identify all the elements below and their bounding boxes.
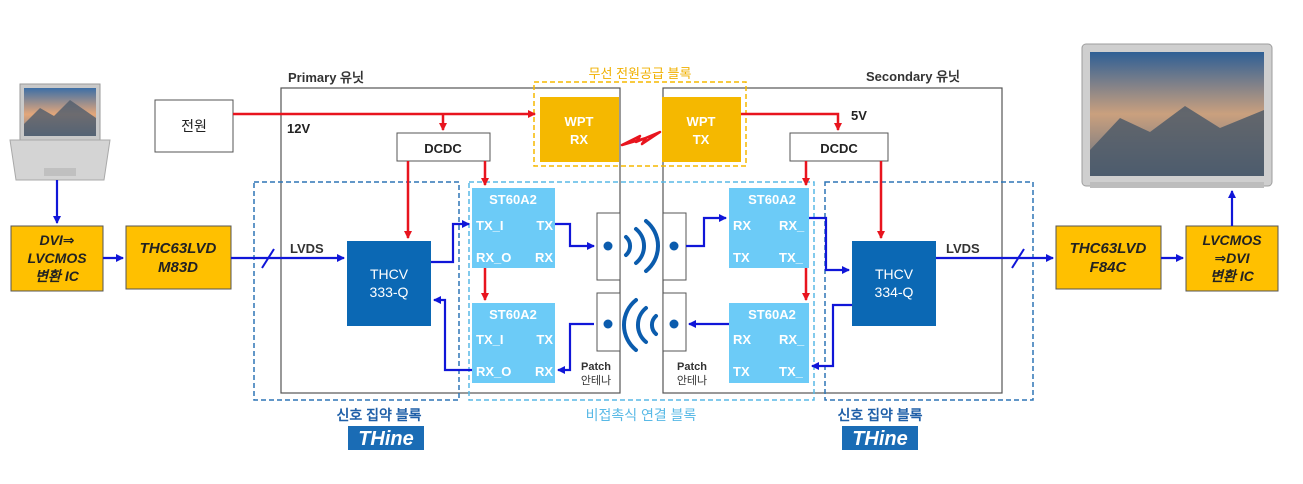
patch-antenna-right-line2: 안테나 [677, 374, 707, 387]
wireless-power-block-label: 무선 전원공급 블록 [589, 66, 692, 81]
st60a2-left-top-tr: TX [536, 218, 553, 233]
lvds-label-right: LVDS [946, 241, 980, 256]
st60a2-right-top-bl: TX [733, 250, 750, 265]
antenna-dot-icon [603, 319, 613, 329]
thc63lvdm83d-line2: M83D [158, 259, 198, 276]
signal-lines [53, 180, 1236, 374]
wpt-tx-line2: TX [693, 132, 710, 147]
st60a2-right-bottom-title: ST60A2 [748, 307, 796, 322]
contactless-block-label: 비접촉식 연결 블록 [586, 407, 697, 423]
st60a2-left-top-br: RX [535, 250, 553, 265]
monitor-icon [1081, 43, 1273, 188]
voltage-12v-label: 12V [287, 121, 310, 136]
st60a2-left-bottom-br: RX [535, 364, 553, 379]
thine-logo-right-text: THine [852, 428, 908, 450]
dcdc-right [789, 132, 889, 162]
thc63lvdf84c-line1: THC63LVD [1070, 240, 1147, 257]
wpt-rx-line1: WPT [565, 114, 594, 129]
thcv334q-line2: 334-Q [875, 284, 914, 300]
thcv334q-chip [852, 241, 936, 326]
contactless-block [468, 181, 815, 401]
st60a2-left-bottom-tl: TX_I [476, 332, 503, 347]
thc63lvdm83d-line1: THC63LVD [140, 240, 217, 257]
st60a2-left-top [472, 188, 555, 268]
dvi-lvcmos-line2: LVCMOS [27, 250, 87, 266]
dvi-lvcmos-line3: 변환 IC [35, 268, 80, 284]
lvcmos-dvi-line3: 변환 IC [1210, 268, 1255, 284]
st60a2-right-bottom-bl: TX [733, 364, 750, 379]
thine-logo-right [842, 426, 918, 450]
signal-block-right [824, 181, 1034, 401]
wpt-rx-line2: RX [570, 132, 588, 147]
secondary-unit-label: Secondary 유닛 [866, 69, 960, 84]
st60a2-right-top [729, 188, 809, 268]
lvds-label-left: LVDS [290, 241, 324, 256]
wpt-tx-line1: WPT [687, 114, 716, 129]
st60a2-left-bottom-title: ST60A2 [489, 307, 537, 322]
thine-logo-left [348, 426, 424, 450]
lvds-bus-slash-left [261, 248, 275, 269]
signal-block-right-label: 신호 집약 블록 [837, 407, 922, 423]
lvds-bus-slash-right [1011, 248, 1025, 269]
lvcmos-dvi-converter [1185, 225, 1279, 292]
power-source-label: 전원 [181, 118, 207, 134]
patch-antenna-left-line1: Patch [581, 361, 611, 373]
st60a2-left-top-bl: RX_O [476, 250, 511, 265]
dvi-lvcmos-converter [10, 225, 104, 292]
st60a2-left-bottom-bl: RX_O [476, 364, 511, 379]
st60a2-right-bottom-br: TX_ [779, 364, 804, 379]
st60a2-right-bottom [729, 303, 809, 383]
thcv334q-line1: THCV [875, 266, 914, 282]
power-lines [233, 110, 885, 301]
thc63lvdm83d-chip [125, 225, 232, 290]
st60a2-right-top-tr: RX_ [779, 218, 805, 233]
st60a2-right-top-title: ST60A2 [748, 192, 796, 207]
thcv333q-line1: THCV [370, 266, 409, 282]
patch-antenna-right-line1: Patch [677, 361, 707, 373]
thc63lvdf84c-chip [1055, 225, 1162, 290]
antenna-dot-icon [669, 241, 679, 251]
antenna-dot-icon [603, 241, 613, 251]
laptop-icon [9, 83, 111, 181]
dcdc-left [396, 132, 491, 162]
st60a2-left-bottom-tr: TX [536, 332, 553, 347]
st60a2-right-bottom-tr: RX_ [779, 332, 805, 347]
lvcmos-dvi-line2: ⇒DVI [1214, 250, 1250, 266]
st60a2-right-top-tl: RX [733, 218, 751, 233]
st60a2-left-top-tl: TX_I [476, 218, 503, 233]
primary-unit-label: Primary 유닛 [288, 70, 364, 85]
antenna-dot-icon [669, 319, 679, 329]
lvcmos-dvi-line1: LVCMOS [1202, 232, 1262, 248]
wpt-rx-box [540, 97, 619, 162]
thc63lvdf84c-line2: F84C [1090, 259, 1128, 276]
signal-block-left-label: 신호 집약 블록 [336, 407, 421, 423]
st60a2-left-top-title: ST60A2 [489, 192, 537, 207]
patch-antenna-left-line2: 안테나 [581, 374, 611, 387]
wireless-power-block [533, 81, 747, 167]
thine-logo-left-text: THine [358, 428, 414, 450]
dcdc-right-label: DCDC [820, 141, 858, 156]
wpt-tx-box [662, 97, 741, 162]
st60a2-right-bottom-tl: RX [733, 332, 751, 347]
st60a2-right-top-br: TX_ [779, 250, 804, 265]
voltage-5v-label: 5V [851, 108, 867, 123]
signal-block-left [253, 181, 460, 401]
thcv333q-chip [347, 241, 431, 326]
st60a2-left-bottom [472, 303, 555, 383]
thcv333q-line2: 333-Q [370, 284, 409, 300]
wireless-wave-left-icon [622, 298, 658, 352]
wireless-power-lightning-icon [620, 130, 662, 147]
wireless-wave-right-icon [624, 219, 660, 273]
dvi-lvcmos-line1: DVI⇒ [39, 232, 74, 248]
power-source-box [154, 99, 234, 153]
dcdc-left-label: DCDC [424, 141, 462, 156]
